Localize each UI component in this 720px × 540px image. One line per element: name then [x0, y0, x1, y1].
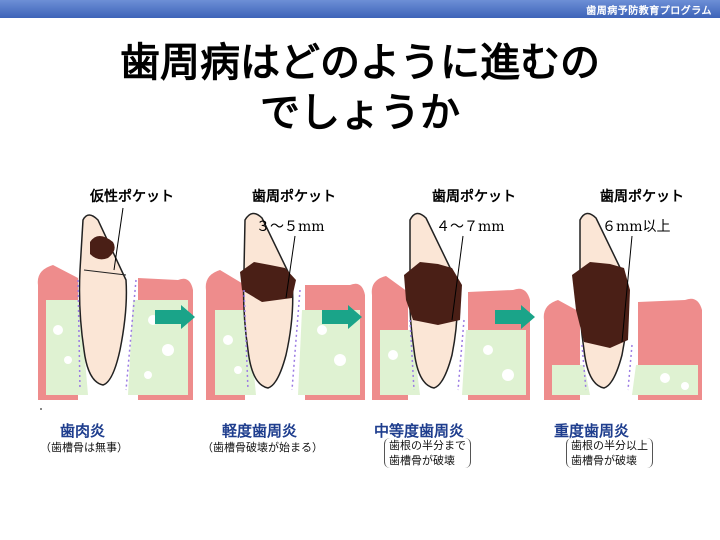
stage-moderate-periodontitis: 歯周ポケット ４～７mm 中等度歯周炎 歯根の半分まで 歯槽骨が破壊	[368, 150, 538, 470]
stage-description: 歯根の半分以上 歯槽骨が破壊	[566, 438, 653, 468]
stage-description: 歯根の半分まで 歯槽骨が破壊	[384, 438, 471, 468]
title-line-1: 歯周病はどのように進むの	[120, 40, 600, 86]
progress-arrow-icon	[322, 305, 362, 329]
stage-description-line-2: 歯槽骨が破壊	[389, 454, 455, 467]
stage-name: 中等度歯周炎	[374, 422, 465, 440]
pocket-label: 歯周ポケット	[600, 189, 684, 205]
progress-arrow-icon	[155, 305, 195, 329]
header-bar: 歯周病予防教育プログラム	[0, 0, 720, 18]
pocket-depth: ６mm以上	[602, 219, 671, 235]
title-line-2: でしょうか	[260, 90, 460, 136]
page-title: 歯周病はどのように進むの でしょうか	[0, 38, 720, 138]
decorative-dot	[40, 408, 42, 410]
pocket-depth: ４～７mm	[436, 219, 505, 235]
stage-severe-periodontitis: 歯周ポケット ６mm以上 重度歯周炎 歯根の半分以上 歯槽骨が破壊	[540, 150, 710, 470]
stage-description: （歯槽骨は無事）	[40, 441, 128, 454]
pocket-label: 仮性ポケット	[90, 189, 174, 205]
stage-name: 歯肉炎	[60, 422, 106, 440]
pocket-label: 歯周ポケット	[432, 189, 516, 205]
stage-description: （歯槽骨破壊が始まる）	[202, 441, 323, 454]
pocket-depth: ３～５mm	[256, 219, 325, 235]
stage-description-line-1: 歯根の半分以上	[571, 439, 648, 452]
program-label: 歯周病予防教育プログラム	[586, 6, 712, 17]
tooth-illustration	[543, 212, 702, 400]
leader-line	[451, 235, 464, 321]
stage-name: 軽度歯周炎	[222, 422, 298, 440]
stage-description-line-2: 歯槽骨が破壊	[571, 454, 637, 467]
stage-description-line-1: 歯根の半分まで	[389, 439, 466, 452]
leader-line	[113, 207, 124, 271]
leader-line	[621, 235, 633, 343]
stage-gingivitis: 仮性ポケット 歯肉炎 （歯槽骨は無事）	[28, 150, 198, 470]
progress-arrow-icon	[495, 305, 535, 329]
stage-name: 重度歯周炎	[554, 422, 630, 440]
leader-line	[285, 235, 296, 299]
tooth-illustration	[37, 214, 193, 400]
pocket-label: 歯周ポケット	[252, 189, 336, 205]
